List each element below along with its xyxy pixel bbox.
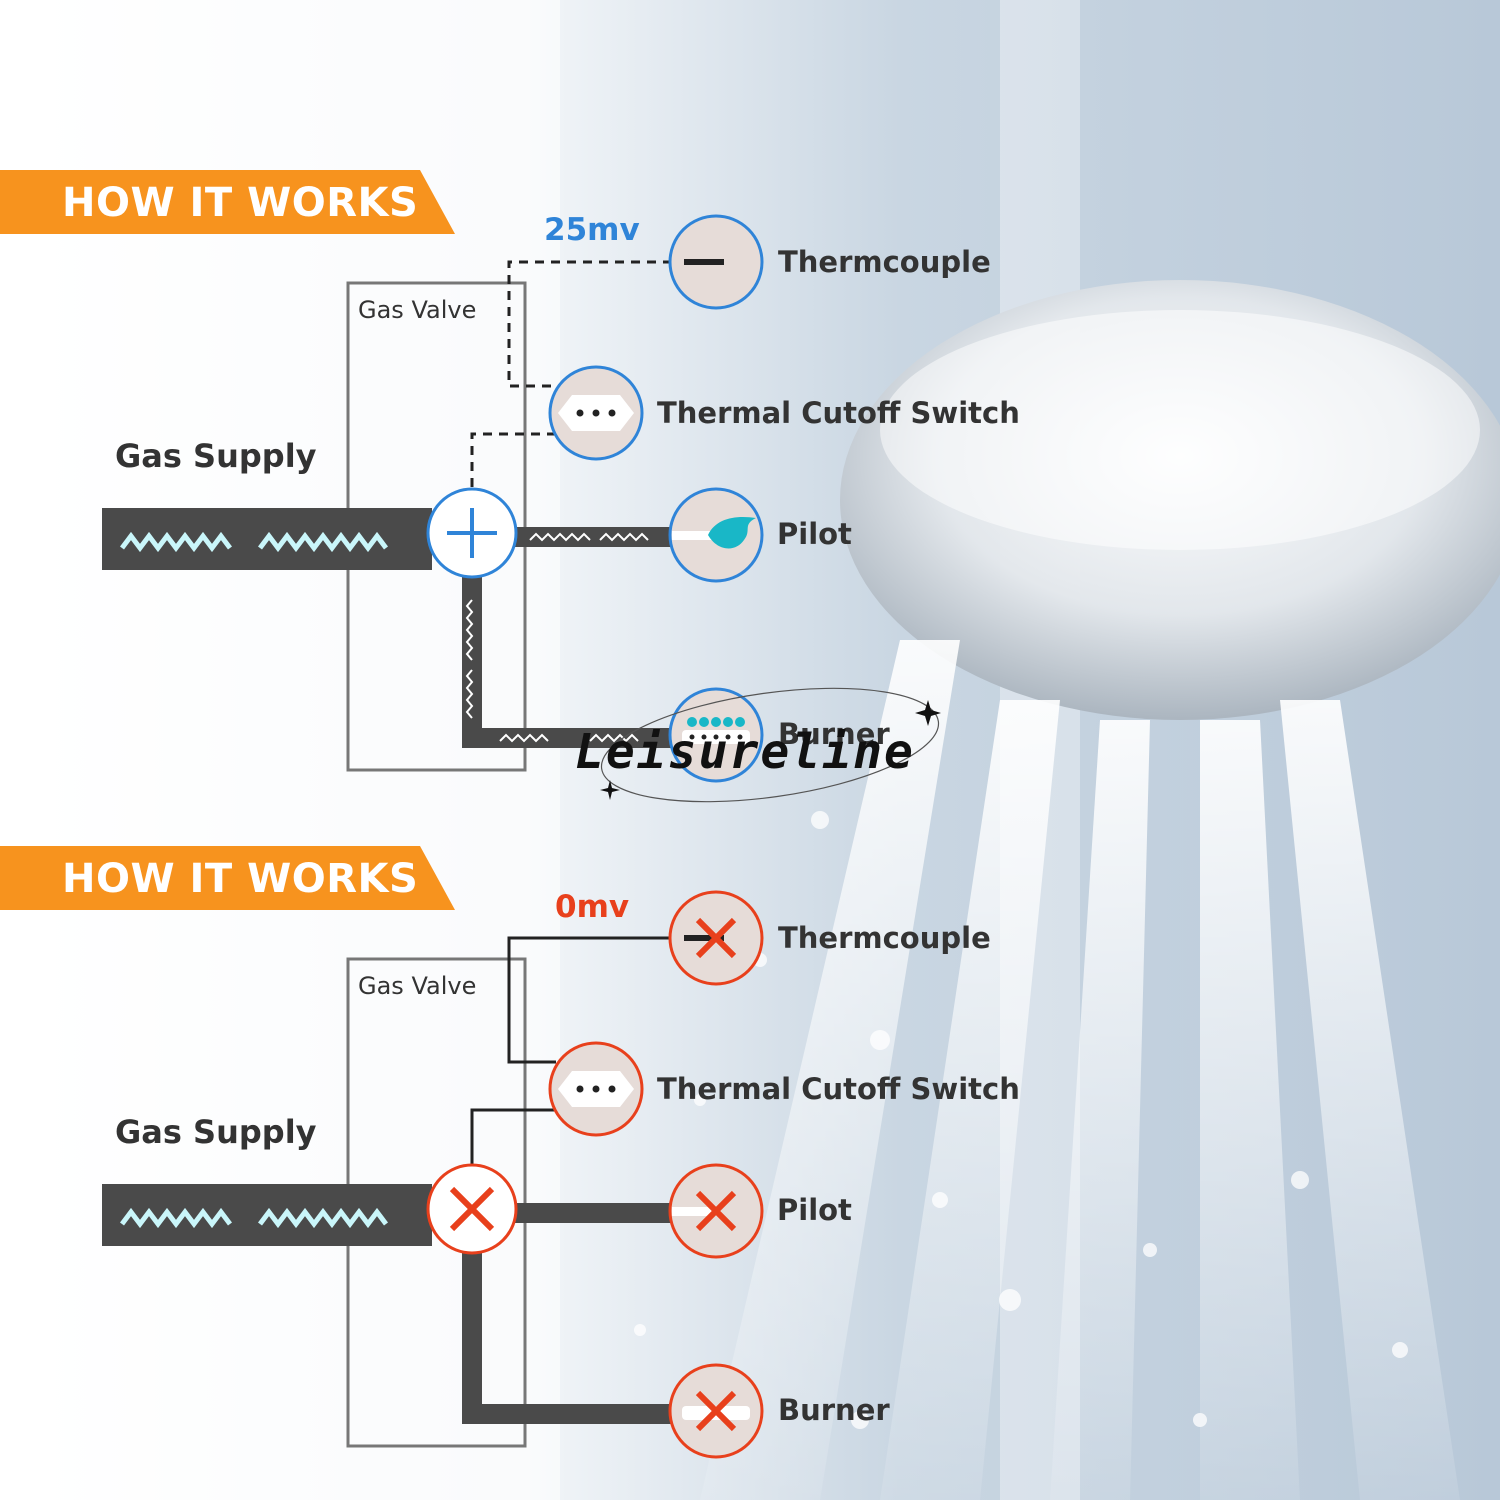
pilot-pipe bbox=[515, 527, 675, 547]
cutoff-wire bbox=[470, 432, 556, 490]
cutoff-switch-label: Thermal Cutoff Switch bbox=[657, 1072, 1020, 1106]
burner-label: Burner bbox=[778, 1393, 890, 1427]
gas-supply-label: Gas Supply bbox=[115, 1113, 317, 1151]
dots-icon bbox=[548, 1041, 644, 1137]
pilot-label: Pilot bbox=[777, 517, 852, 551]
cutoff-wire bbox=[470, 1108, 556, 1166]
watermark-logo-shape bbox=[600, 687, 941, 803]
banner-title: HOW IT WORKS bbox=[62, 180, 419, 226]
diagram-working bbox=[102, 214, 764, 783]
gas-supply-label: Gas Supply bbox=[115, 437, 317, 475]
x-icon bbox=[426, 1163, 518, 1255]
gas-valve-label: Gas Valve bbox=[358, 972, 477, 1000]
watermark: Leisureline bbox=[575, 724, 915, 780]
x-icon bbox=[668, 1363, 764, 1459]
burner-pipe bbox=[462, 575, 675, 748]
thermocouple-wire bbox=[507, 260, 672, 388]
flame-icon bbox=[668, 487, 764, 583]
pilot-pipe bbox=[515, 1203, 675, 1223]
thermocouple-wire bbox=[507, 936, 672, 1064]
plus-icon bbox=[426, 487, 518, 579]
x-icon bbox=[668, 890, 764, 986]
how-it-works-banner: HOW IT WORKS bbox=[0, 846, 455, 910]
dots-icon bbox=[548, 365, 644, 461]
voltage-reading: 25mv bbox=[544, 212, 640, 248]
how-it-works-banner: HOW IT WORKS bbox=[0, 170, 455, 234]
banner-title: HOW IT WORKS bbox=[62, 856, 419, 902]
pilot-label: Pilot bbox=[777, 1193, 852, 1227]
x-icon bbox=[668, 1163, 764, 1259]
probe-icon bbox=[668, 214, 764, 310]
gas-flow-zigzag bbox=[120, 1207, 388, 1229]
burner-pipe bbox=[462, 1251, 675, 1424]
cutoff-switch-label: Thermal Cutoff Switch bbox=[657, 396, 1020, 430]
voltage-reading: 0mv bbox=[555, 889, 630, 925]
burner-label: Burner bbox=[778, 717, 890, 751]
burner-icon bbox=[668, 687, 764, 783]
thermocouple-label: Thermcouple bbox=[778, 245, 991, 279]
thermocouple-label: Thermcouple bbox=[778, 921, 991, 955]
gas-valve-label: Gas Valve bbox=[358, 296, 477, 324]
gas-flow-zigzag bbox=[120, 531, 388, 553]
diagram-failed bbox=[102, 890, 764, 1459]
